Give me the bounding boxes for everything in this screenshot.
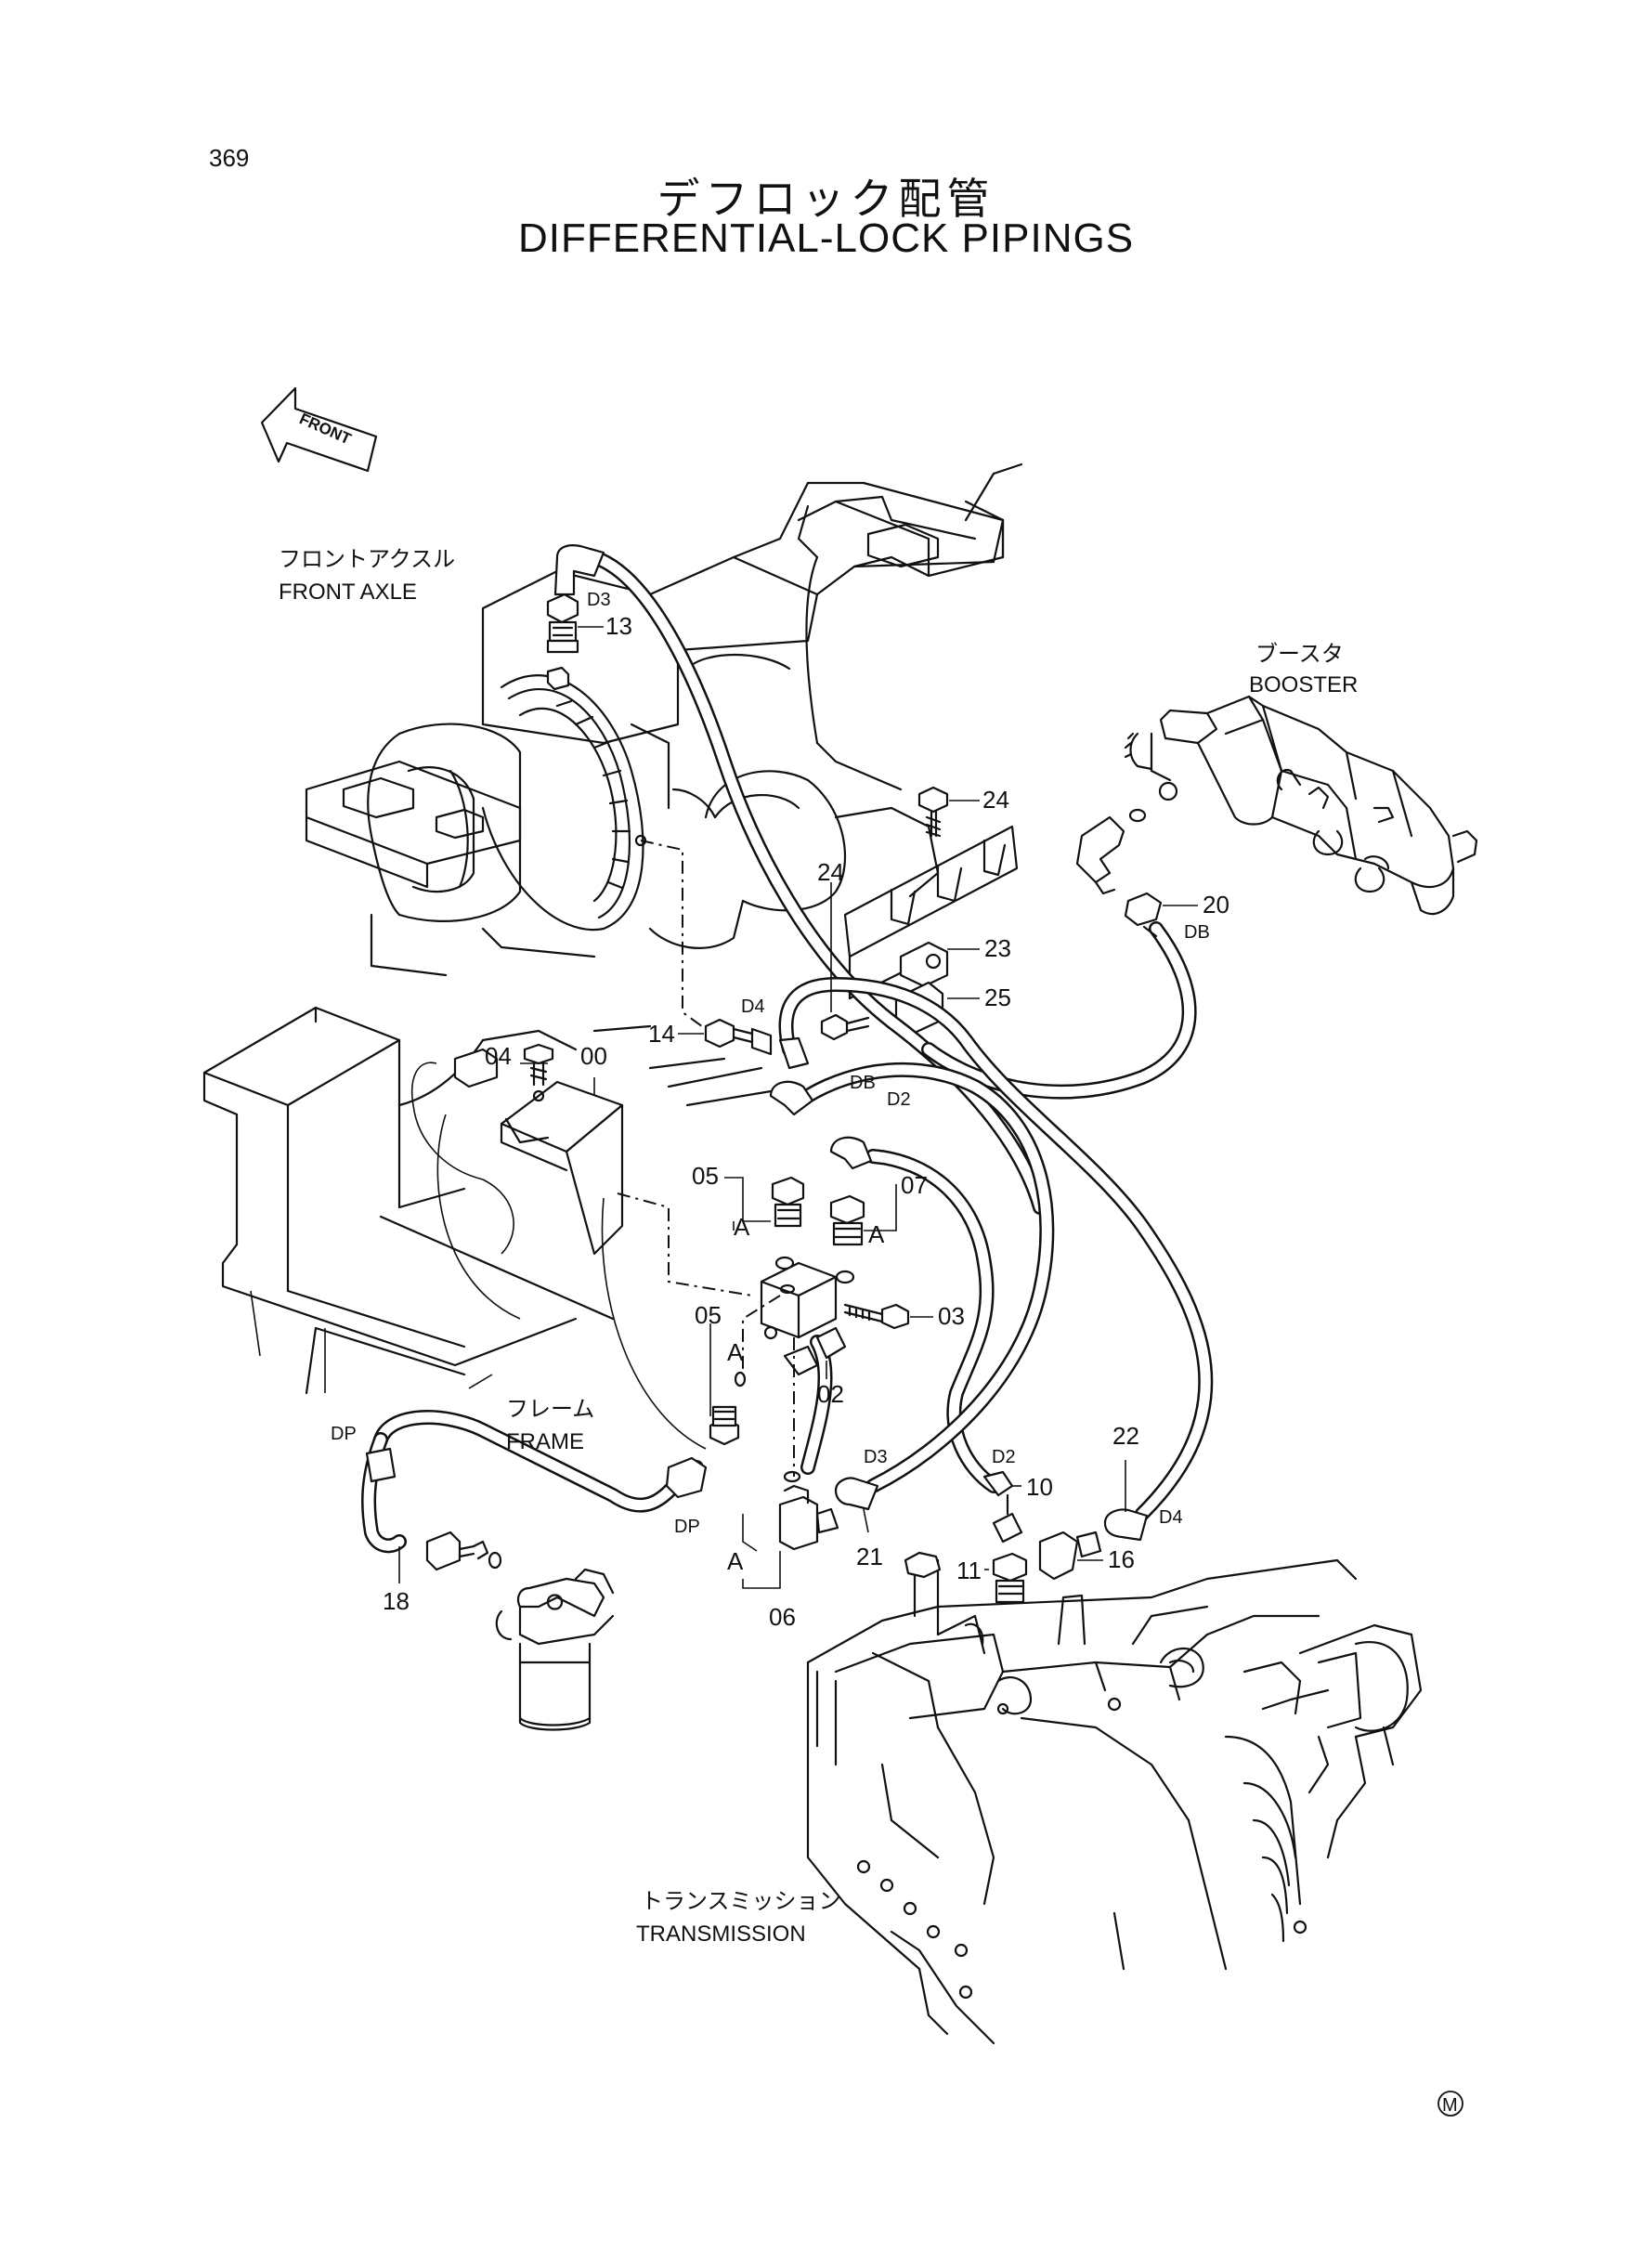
booster-drawing xyxy=(1075,695,1478,916)
hose-code-d3-top: D3 xyxy=(587,590,611,610)
frame-drawing xyxy=(202,1006,800,1395)
section-mark-a: A xyxy=(727,1547,744,1575)
callout-11: 11 xyxy=(956,1557,982,1584)
callout-21: 21 xyxy=(856,1543,883,1570)
hose-code-d2-mid: D2 xyxy=(887,1089,911,1110)
callout-25: 25 xyxy=(984,984,1011,1011)
hose-code-db-mid: DB xyxy=(850,1073,876,1093)
fittings xyxy=(365,544,1163,1604)
callout-16: 16 xyxy=(1108,1545,1135,1573)
hose-code-d3-low: D3 xyxy=(864,1447,888,1467)
component-captions: フロントアクスル FRONT AXLE ブースタ BOOSTER フレーム FR… xyxy=(279,547,1358,1947)
callout-10: 10 xyxy=(1026,1473,1053,1501)
front-arrow-icon: FRONT xyxy=(260,386,378,473)
callout-14: 14 xyxy=(648,1020,675,1048)
callout-02: 02 xyxy=(817,1380,844,1408)
section-mark-a: A xyxy=(868,1220,885,1248)
callout-13: 13 xyxy=(605,612,632,640)
callout-22: 22 xyxy=(1112,1422,1139,1450)
hoses xyxy=(361,550,1214,1554)
front-axle-label: FRONT AXLE xyxy=(279,580,417,605)
hose-code-d4-low: D4 xyxy=(1159,1507,1183,1528)
callout-05-lower: 05 xyxy=(695,1301,722,1329)
page-title: DIFFERENTIAL-LOCK PIPINGS xyxy=(517,215,1135,261)
transmission-label: TRANSMISSION xyxy=(636,1922,806,1947)
section-marks: A A A A xyxy=(727,1213,885,1575)
hose-code-db-right: DB xyxy=(1184,922,1210,943)
hose-code-dp-left: DP xyxy=(331,1424,357,1444)
callout-07: 07 xyxy=(901,1171,928,1199)
callout-24-top: 24 xyxy=(982,786,1009,814)
frame-label-jp: フレーム xyxy=(506,1397,594,1422)
hose-codes: D3 D4 DB D2 DB DP DP D3 D2 D4 xyxy=(331,590,1210,1537)
callout-23: 23 xyxy=(984,934,1011,962)
hose-code-d2-low: D2 xyxy=(992,1447,1016,1467)
section-mark-a: A xyxy=(727,1338,744,1366)
hose-code-d4-top: D4 xyxy=(741,997,765,1017)
hose-code-dp-right: DP xyxy=(674,1517,700,1537)
callout-00: 00 xyxy=(580,1042,607,1070)
transmission-drawing xyxy=(806,1551,1423,2045)
booster-label-jp: ブースタ xyxy=(1255,642,1344,667)
assembly-lines xyxy=(617,840,795,1477)
page-title-japanese: デフロック配管 xyxy=(657,174,995,224)
front-axle-label-jp: フロントアクスル xyxy=(279,547,455,572)
leader-lines xyxy=(398,626,1198,1589)
callout-04: 04 xyxy=(485,1042,512,1070)
filter-drawing xyxy=(425,1531,615,1731)
callout-20: 20 xyxy=(1203,891,1229,919)
m-mark-letter: M xyxy=(1442,2095,1458,2116)
callout-03: 03 xyxy=(938,1302,965,1330)
part-callouts: 13 24 24 23 25 20 14 04 00 05 07 03 05 0… xyxy=(383,612,1229,1631)
page-number: 369 xyxy=(209,144,250,172)
transmission-label-jp: トランスミッション xyxy=(641,1889,841,1914)
booster-label: BOOSTER xyxy=(1249,672,1358,697)
callout-06: 06 xyxy=(769,1603,796,1631)
callout-24-side: 24 xyxy=(817,858,844,886)
section-mark-a: A xyxy=(734,1213,750,1241)
callout-05-upper: 05 xyxy=(692,1162,719,1190)
m-mark-icon: M xyxy=(1437,2091,1463,2117)
callout-18: 18 xyxy=(383,1587,410,1615)
frame-label: FRAME xyxy=(506,1429,584,1454)
front-axle-drawing xyxy=(305,463,1023,977)
